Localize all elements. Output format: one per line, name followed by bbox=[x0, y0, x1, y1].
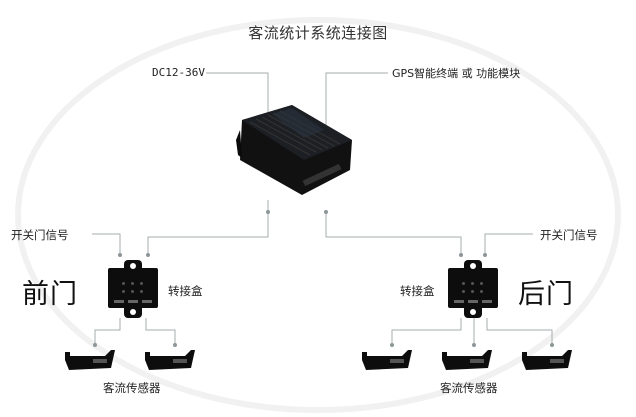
rear-door-signal-label: 开关门信号 bbox=[540, 228, 598, 242]
front-door-label: 前门 bbox=[22, 279, 78, 310]
controller-device bbox=[236, 105, 352, 195]
power-label: DC12-36V bbox=[152, 66, 205, 79]
rear-sensor-2 bbox=[442, 350, 492, 370]
rear-door-label: 后门 bbox=[518, 279, 574, 310]
front-sensor-label: 客流传感器 bbox=[103, 381, 161, 395]
front-sensor-1 bbox=[65, 350, 115, 370]
rear-junction-box bbox=[448, 260, 498, 318]
diagram-title: 客流统计系统连接图 bbox=[248, 24, 388, 42]
gps-label: GPS智能终端 或 功能模块 bbox=[392, 67, 521, 80]
rear-sensor-3 bbox=[522, 350, 572, 370]
front-junction-box bbox=[108, 260, 158, 318]
front-door-signal-label: 开关门信号 bbox=[11, 228, 69, 242]
front-sensor-2 bbox=[145, 350, 195, 370]
rear-sensor-1 bbox=[362, 350, 412, 370]
rear-junction-box-label: 转接盒 bbox=[400, 284, 435, 298]
front-junction-box-label: 转接盒 bbox=[168, 284, 203, 298]
rear-sensor-label: 客流传感器 bbox=[440, 381, 498, 395]
